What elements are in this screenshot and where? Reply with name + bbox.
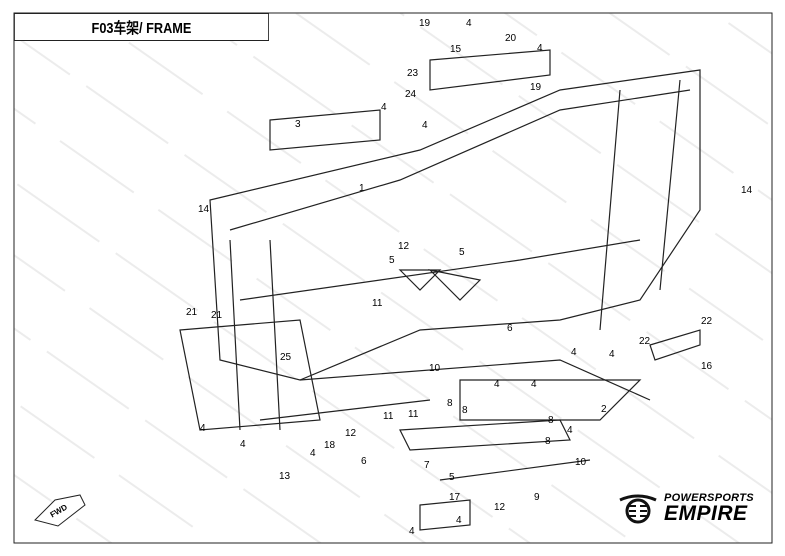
part-callout: 11 bbox=[408, 409, 419, 420]
page-title: F03车架/ FRAME bbox=[14, 13, 269, 41]
part-callout: 3 bbox=[295, 119, 301, 130]
part-callout: 12 bbox=[398, 241, 410, 252]
part-callout: 6 bbox=[507, 323, 513, 334]
part-callout: 21 bbox=[211, 310, 223, 321]
part-callout: 11 bbox=[383, 411, 394, 422]
part-callout: 22 bbox=[639, 336, 651, 347]
part-callout: 5 bbox=[449, 472, 455, 483]
part-callout: 21 bbox=[186, 307, 198, 318]
logo-emblem-icon bbox=[619, 494, 657, 523]
part-callout: 4 bbox=[537, 43, 543, 54]
part-callout: 12 bbox=[494, 502, 506, 513]
part-callout: 4 bbox=[409, 526, 415, 537]
part-callout: 5 bbox=[459, 247, 465, 258]
brand-logo: POWERSPORTS EMPIRE bbox=[618, 493, 754, 524]
part-callout: 8 bbox=[548, 415, 554, 426]
part-callout: 15 bbox=[450, 44, 462, 55]
part-callout: 24 bbox=[405, 89, 417, 100]
part-callout: 11 bbox=[372, 298, 383, 309]
part-callout: 7 bbox=[424, 460, 430, 471]
part-callout: 14 bbox=[198, 204, 210, 215]
part-callout: 5 bbox=[389, 255, 395, 266]
part-callout: 19 bbox=[419, 18, 431, 29]
part-callout: 4 bbox=[310, 448, 316, 459]
part-callout: 4 bbox=[200, 423, 206, 434]
part-callout: 8 bbox=[447, 398, 453, 409]
frame-drawing bbox=[179, 49, 701, 531]
part-callout: 6 bbox=[361, 456, 367, 467]
part-callout: 25 bbox=[280, 352, 292, 363]
part-callout: 9 bbox=[534, 492, 540, 503]
part-callout: 8 bbox=[462, 405, 468, 416]
part-callout: 13 bbox=[279, 471, 291, 482]
part-callout: 4 bbox=[494, 379, 500, 390]
part-callout: 4 bbox=[381, 102, 387, 113]
part-callout: 20 bbox=[505, 33, 517, 44]
part-callout: 12 bbox=[345, 428, 357, 439]
part-callout: 1 bbox=[359, 183, 365, 194]
logo-line1: POWERSPORTS bbox=[664, 492, 754, 504]
part-callout: 16 bbox=[701, 361, 713, 372]
part-callout: 10 bbox=[575, 457, 587, 468]
part-callout: 4 bbox=[240, 439, 246, 450]
part-callout: 4 bbox=[609, 349, 615, 360]
part-callout: 23 bbox=[407, 68, 419, 79]
part-callout: 19 bbox=[530, 82, 542, 93]
logo-line2: EMPIRE bbox=[664, 502, 748, 525]
part-callout: 4 bbox=[571, 347, 577, 358]
fwd-arrow: FWD bbox=[34, 494, 86, 527]
part-callout: 4 bbox=[456, 515, 462, 526]
part-callout: 18 bbox=[324, 440, 336, 451]
part-callout: 2 bbox=[601, 404, 607, 415]
part-callout: 10 bbox=[429, 363, 441, 374]
part-callout: 4 bbox=[422, 120, 428, 131]
part-callout: 14 bbox=[741, 185, 753, 196]
part-callout: 22 bbox=[701, 316, 713, 327]
part-callout: 17 bbox=[449, 492, 461, 503]
part-callout: 4 bbox=[567, 425, 573, 436]
part-callout: 8 bbox=[545, 436, 551, 447]
part-callout: 4 bbox=[531, 379, 537, 390]
drawing-border bbox=[13, 12, 773, 544]
part-callout: 4 bbox=[466, 18, 472, 29]
